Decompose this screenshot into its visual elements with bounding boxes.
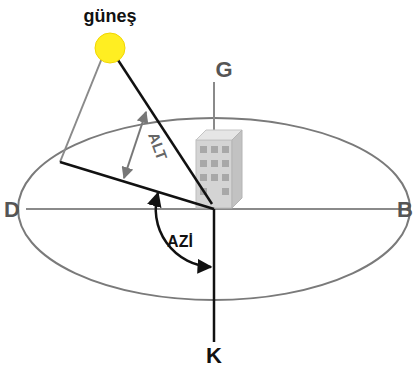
sun-ray [118,60,212,204]
direction-letter: G [215,59,232,81]
sun-symbol [95,33,125,63]
altitude-arrow [124,112,146,178]
sun-projection-line [60,58,102,162]
azimuth-direction-line [60,162,214,209]
sun-label: güneş [83,7,136,25]
direction-letter: B [397,199,413,221]
azimuth-arc [156,193,211,267]
direction-letter: D [4,199,20,221]
azimuth-label: AZİ [167,234,193,250]
building [196,130,242,208]
north-axis [213,209,216,342]
direction-letter: K [206,345,222,367]
